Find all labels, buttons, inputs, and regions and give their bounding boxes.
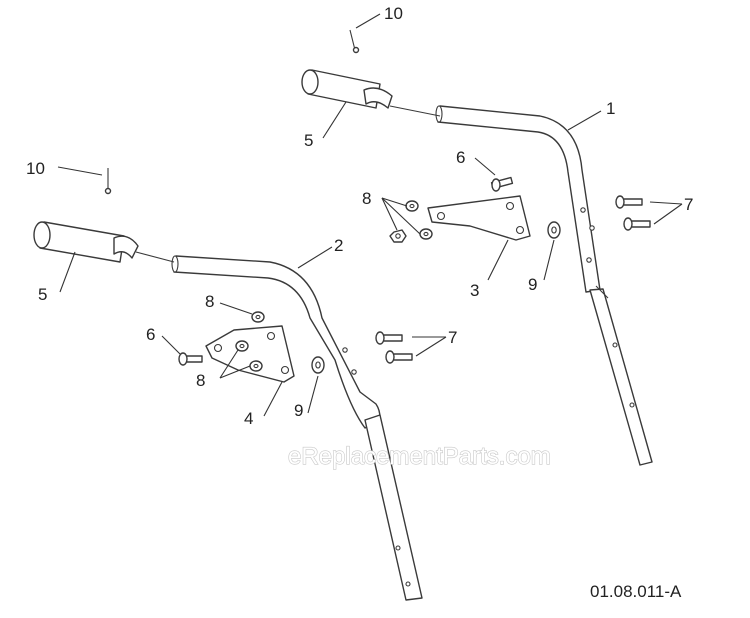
callout-8-right: 8 <box>362 189 371 208</box>
pin-upper <box>349 29 360 54</box>
hardware-group-left <box>235 311 265 372</box>
washer-left <box>311 356 325 374</box>
callout-9-left: 9 <box>294 401 303 420</box>
bracket-right <box>427 195 531 241</box>
callout-6-left: 6 <box>146 325 155 344</box>
leader-lines <box>57 13 683 417</box>
grip-upper <box>301 69 441 117</box>
handle-upper-right <box>435 105 653 466</box>
bolt-right-6 <box>490 176 514 192</box>
bracket-left <box>205 325 295 383</box>
callout-5-lower: 5 <box>38 285 47 304</box>
bolt-left-6 <box>178 352 203 366</box>
callout-7-right: 7 <box>684 195 693 214</box>
bolts-left-7 <box>375 331 413 364</box>
callout-1: 1 <box>606 99 615 118</box>
callout-10-upper: 10 <box>384 4 403 23</box>
bolts-right-7 <box>615 195 651 231</box>
callout-7-left: 7 <box>448 328 457 347</box>
callout-3: 3 <box>470 281 479 300</box>
handle-upper-left <box>171 255 423 601</box>
callout-numbers: 10 1 5 6 7 8 3 9 10 2 5 8 6 7 8 4 9 <box>26 4 693 428</box>
callout-9-right: 9 <box>528 275 537 294</box>
callout-8-left-top: 8 <box>205 292 214 311</box>
callout-10-lower: 10 <box>26 159 45 178</box>
callout-8-left-bottom: 8 <box>196 371 205 390</box>
callout-5-upper: 5 <box>304 131 313 150</box>
callout-2: 2 <box>334 236 343 255</box>
hardware-group-right <box>389 200 433 243</box>
drawing-code: 01.08.011-A <box>590 582 682 601</box>
watermark-text: eReplacementParts.com <box>288 443 551 470</box>
callout-4: 4 <box>244 409 253 428</box>
callout-6-right: 6 <box>456 148 465 167</box>
pin-lower <box>104 168 112 195</box>
grip-lower <box>33 221 175 263</box>
washer-right <box>547 221 561 239</box>
